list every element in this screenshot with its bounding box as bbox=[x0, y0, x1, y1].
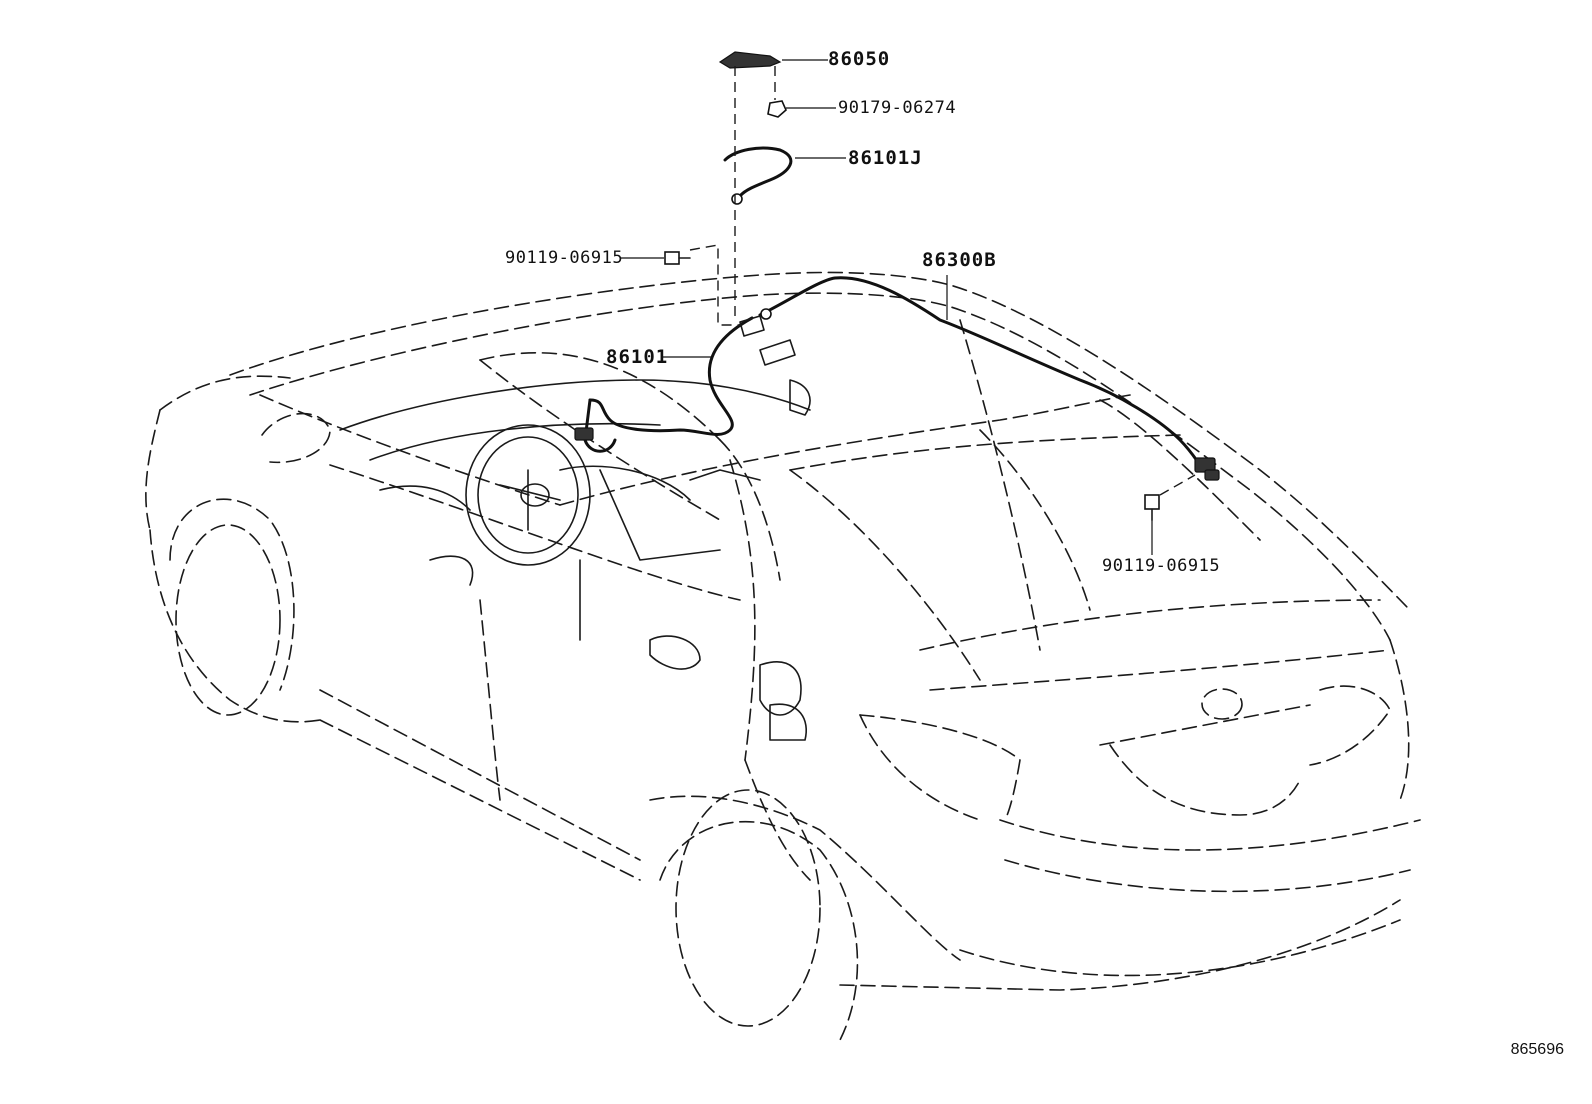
exploded-parts bbox=[664, 51, 1160, 521]
assembly-guide-lines bbox=[689, 66, 1196, 496]
antenna-cord-routing bbox=[574, 276, 1220, 481]
antenna-cord-sub-shape bbox=[723, 146, 793, 198]
antenna-cover-shape bbox=[718, 51, 782, 69]
label-antenna-nut: 90179-06274 bbox=[838, 98, 957, 118]
car-body-outline bbox=[145, 271, 1421, 1041]
diagram-reference-number: 865696 bbox=[1510, 1041, 1564, 1058]
steering-wheel bbox=[465, 424, 591, 566]
front-bolt-shape bbox=[664, 251, 691, 265]
interior-dashboard bbox=[339, 339, 811, 741]
label-antenna-cover: 86050 bbox=[828, 48, 891, 70]
label-front-bolt: 90119-06915 bbox=[505, 248, 624, 268]
label-antenna-cord-main: 86101 bbox=[606, 346, 669, 368]
label-antenna-cord-assy: 86300B bbox=[922, 249, 997, 271]
label-antenna-cord-sub: 86101J bbox=[848, 147, 923, 169]
label-rear-bolt: 90119-06915 bbox=[1102, 556, 1221, 576]
rear-bolt-shape bbox=[1144, 494, 1160, 521]
antenna-nut-shape bbox=[767, 100, 787, 118]
leader-lines bbox=[620, 59, 1153, 555]
